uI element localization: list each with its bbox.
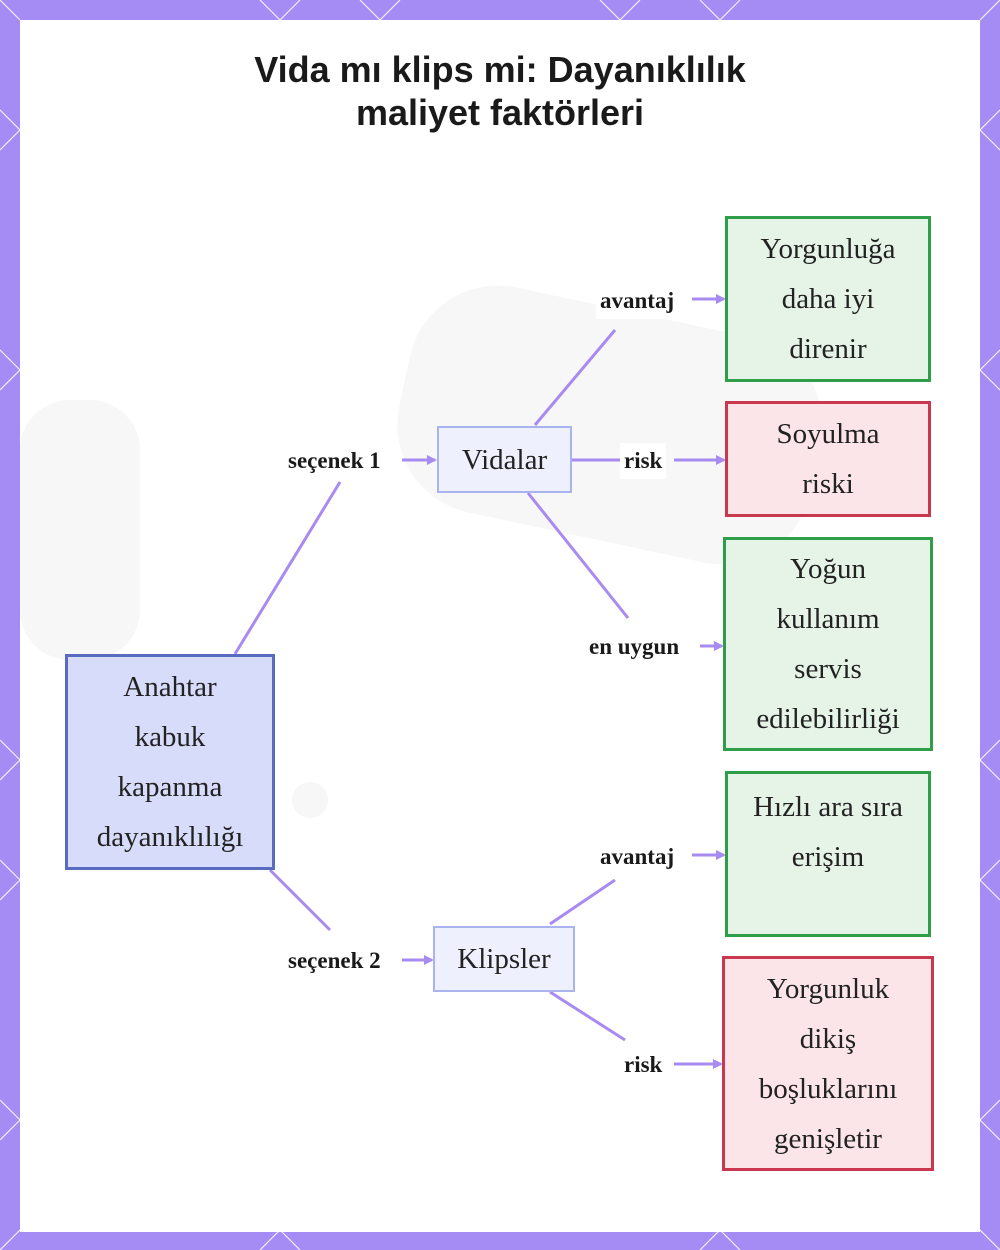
title-line-1: Vida mı klips mi: Dayanıklılık <box>254 49 746 90</box>
node-root-line-4: dayanıklılığı <box>96 821 244 853</box>
edge-label-option-2: seçenek 2 <box>284 943 385 979</box>
node-screws-pro-line-3: direnir <box>789 333 867 365</box>
edge-root-clips-line <box>268 868 332 932</box>
edge-screws-best-line <box>526 492 630 619</box>
edge-screws-pro-line <box>533 329 617 426</box>
node-root-line-2: kabuk <box>134 721 206 753</box>
edge-clips-risk-line <box>549 990 626 1042</box>
node-clips-pro-line-1: Hızlı ara sıra <box>753 791 903 823</box>
node-clips: Klipsler <box>433 926 575 992</box>
node-screws-risk-line-1: Soyulma <box>776 418 880 450</box>
node-screws-best-line-2: kullanım <box>776 603 880 635</box>
node-screws-pro: Yorgunluğa daha iyi direnir <box>725 216 931 382</box>
title-line-2: maliyet faktörleri <box>355 92 645 133</box>
node-screws: Vidalar <box>437 426 572 493</box>
node-screws-pro-line-1: Yorgunluğa <box>760 233 896 265</box>
node-screws-label: Vidalar <box>461 443 548 476</box>
node-screws-risk-line-2: riski <box>802 468 854 500</box>
edge-label-screws-best: en uygun <box>585 629 684 665</box>
node-clips-risk-line-2: dikiş <box>799 1022 857 1055</box>
node-root-line-3: kapanma <box>117 771 223 803</box>
node-clips-risk-line-4: genişletir <box>774 1122 882 1155</box>
node-clips-label: Klipsler <box>457 943 551 975</box>
node-screws-best-line-3: servis <box>794 653 862 685</box>
node-screws-best: Yoğun kullanım servis edilebilirliği <box>723 537 933 751</box>
node-screws-best-line-1: Yoğun <box>789 553 867 585</box>
node-clips-risk-line-3: boşluklarını <box>758 1072 898 1105</box>
page-title: Vida mı klips mi: Dayanıklılık maliyet f… <box>0 48 1000 134</box>
node-screws-best-line-4: edilebilirliği <box>756 703 900 735</box>
edge-label-clips-pro: avantaj <box>596 839 679 875</box>
edge-label-option-1: seçenek 1 <box>284 443 385 479</box>
node-clips-risk: Yorgunluk dikiş boşluklarını genişletir <box>722 956 934 1171</box>
node-screws-risk: Soyulma riski <box>725 401 931 517</box>
node-screws-pro-line-2: daha iyi <box>781 283 875 315</box>
node-clips-pro-line-2: erişim <box>791 841 865 873</box>
node-clips-risk-line-1: Yorgunluk <box>766 972 890 1005</box>
edge-label-screws-risk: risk <box>620 443 667 479</box>
edge-label-clips-risk: risk <box>620 1047 667 1083</box>
node-clips-pro: Hızlı ara sıra erişim <box>725 771 931 937</box>
edge-clips-pro-line <box>549 878 616 926</box>
node-root-line-1: Anahtar <box>123 671 217 703</box>
edge-label-screws-pro: avantaj <box>596 283 679 319</box>
edge-root-screws-line <box>233 481 342 655</box>
node-root: Anahtar kabuk kapanma dayanıklılığı <box>65 654 275 870</box>
